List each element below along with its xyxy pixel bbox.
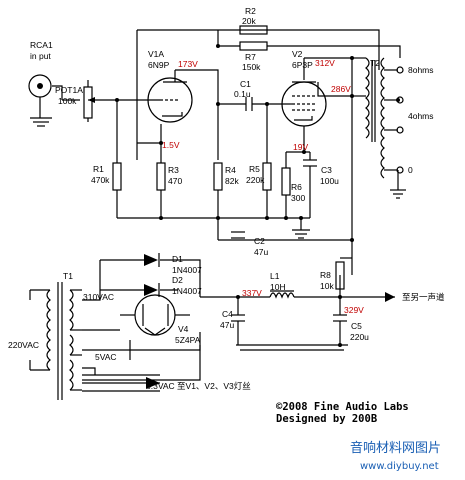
t2-tap-0: 0 — [408, 165, 413, 175]
r2-value: 20k — [242, 16, 256, 26]
c4-capacitor — [231, 314, 245, 330]
d1-type: 1N4007 — [172, 265, 202, 275]
r1-label: R1 — [93, 164, 104, 174]
b-plus-329v: 329V — [344, 305, 364, 315]
t2-output-transformer — [365, 57, 406, 199]
t2-label: T2 — [370, 58, 380, 68]
r1-resistor — [112, 162, 122, 191]
c1-capacitor — [245, 97, 253, 111]
v2-type: 6P3P — [292, 60, 313, 70]
c3-capacitor — [303, 159, 317, 176]
b-plus-337v: 337V — [242, 288, 262, 298]
watermark-cn: 音响材料网图片 — [350, 440, 441, 456]
c4-value: 47u — [220, 320, 234, 330]
r5-resistor — [262, 162, 272, 191]
t1-primary-voltage: 220VAC — [8, 340, 39, 350]
t2-tap-4ohms: 4ohms — [408, 111, 434, 121]
filament-arrow-icon — [146, 377, 160, 389]
v2-screen-voltage: 286V — [331, 84, 351, 94]
v4-type: 5Z4PA — [175, 335, 201, 345]
r5-value: 220k — [246, 175, 265, 185]
pot1a-value: 100k — [58, 96, 77, 106]
c3-value: 100u — [320, 176, 339, 186]
pot1a-label: POT1A — [55, 85, 83, 95]
r7-value: 150k — [242, 62, 261, 72]
l1-inductor — [269, 290, 295, 299]
d2-label: D2 — [172, 275, 183, 285]
r4-resistor — [213, 162, 223, 191]
rca-sub-label: in put — [30, 51, 51, 61]
v1a-type: 6N9P — [148, 60, 170, 70]
r4-value: 82k — [225, 176, 239, 186]
c2-capacitor — [231, 231, 245, 239]
v2-label: V2 — [292, 49, 303, 59]
r1-value: 470k — [91, 175, 110, 185]
r8-value: 10k — [320, 281, 334, 291]
v1a-label: V1A — [148, 49, 164, 59]
v2-plate-voltage: 312V — [315, 58, 335, 68]
r3-resistor — [156, 162, 166, 191]
c5-label: C5 — [351, 321, 362, 331]
d2-diode — [144, 283, 160, 297]
d1-label: D1 — [172, 254, 183, 264]
r6-label: R6 — [291, 182, 302, 192]
r3-value: 470 — [168, 176, 182, 186]
t1-hv-secondary: 310VAC — [83, 292, 114, 302]
c2-label: C2 — [254, 236, 265, 246]
c4-label: C4 — [222, 309, 233, 319]
r2-label: R2 — [245, 6, 256, 16]
c1-value: 0.1u — [234, 89, 251, 99]
r2-resistor — [239, 25, 268, 35]
v4-rectifier-tube — [120, 294, 190, 336]
c1-label: C1 — [240, 79, 251, 89]
t1-label: T1 — [63, 271, 73, 281]
r7-label: R7 — [245, 52, 256, 62]
r4-label: R4 — [225, 165, 236, 175]
v1a-plate-voltage: 173V — [178, 59, 198, 69]
c2-value: 47u — [254, 247, 268, 257]
rca-label: RCA1 — [30, 40, 53, 50]
to-other-channel-arrow-icon — [385, 292, 395, 302]
r5-label: R5 — [249, 164, 260, 174]
r6-resistor — [281, 167, 291, 196]
c5-capacitor — [333, 314, 347, 332]
r7-resistor — [239, 41, 268, 51]
v1a-cathode-voltage: 1.5V — [162, 140, 180, 150]
c5-value: 220u — [350, 332, 369, 342]
r6-value: 300 — [291, 193, 305, 203]
l1-label: L1 — [270, 271, 280, 281]
v4-label: V4 — [178, 324, 189, 334]
d1-diode — [144, 253, 160, 267]
r8-label: R8 — [320, 270, 331, 280]
t1-5v-filament: 5VAC — [95, 352, 117, 362]
junction-dots — [115, 44, 400, 347]
l1-value: 10H — [270, 282, 286, 292]
t1-power-transformer — [29, 282, 82, 400]
other-channel-label: 至另一声道 — [402, 292, 445, 302]
watermark-url: www.diybuy.net — [360, 461, 439, 472]
d2-type: 1N4007 — [172, 286, 202, 296]
credit-line-1: ©2008 Fine Audio Labs — [276, 401, 409, 413]
v2-cathode-voltage: 19V — [293, 142, 308, 152]
r3-label: R3 — [168, 165, 179, 175]
r8-resistor — [335, 261, 345, 290]
t2-tap-8ohms: 8ohms — [408, 65, 434, 75]
c3-label: C3 — [321, 165, 332, 175]
v1a-triode-tube — [147, 77, 193, 123]
rca-input-jack — [28, 74, 52, 98]
pot1a-potentiometer — [83, 86, 95, 119]
credit-line-2: Designed by 200B — [276, 413, 377, 425]
v2-pentode-tube — [281, 81, 327, 127]
t1-6v3-filament: 6.3VAC 至V1、V2、V3灯丝 — [146, 381, 251, 391]
